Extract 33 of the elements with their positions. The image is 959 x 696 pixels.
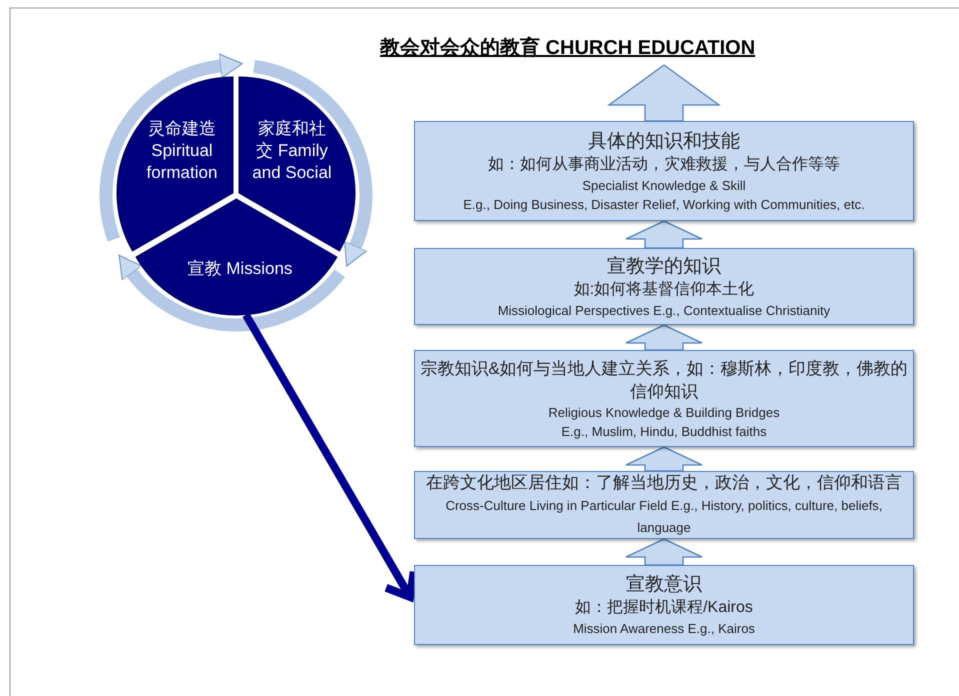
segment-label: 宣教 Missions <box>186 258 294 280</box>
block-arrow <box>625 220 703 249</box>
level-box <box>414 121 914 221</box>
level-box <box>414 350 914 447</box>
box-heading: 宗教知识&如何与当地人建立关系，如：穆斯林，印度教，佛教的信仰知识 <box>419 358 909 402</box>
block-arrow <box>607 64 721 122</box>
pie-segment <box>136 199 336 315</box>
box-text: E.g., Doing Business, Disaster Relief, Working with Communities, etc. <box>463 196 865 214</box>
block-arrow <box>625 324 703 351</box>
block-arrow <box>625 538 703 566</box>
box-heading: 宣教学的知识 <box>607 254 721 278</box>
circular-arrow <box>100 54 243 242</box>
pie-segment <box>116 77 233 251</box>
segment-label: 家庭和社交 Family and Social <box>252 118 332 184</box>
box-text: Religious Knowledge & Building Bridges <box>548 404 780 422</box>
box-text: 如:如何将基督信仰本土化 <box>574 280 754 300</box>
box-text: Specialist Knowledge & Skill <box>582 176 746 194</box>
box-text: Mission Awareness E.g., Kairos <box>573 620 755 638</box>
level-box <box>414 248 914 325</box>
level-box <box>414 565 914 645</box>
segment-label: 灵命建造 Spiritual formation <box>146 118 218 184</box>
pie-segment <box>239 77 356 251</box>
circular-arrow <box>252 60 372 268</box>
box-text: 在跨文化地区居住如：了解当地历史，政治，文化，信仰和语言 Cross-Culture Living in Particular Field E.g., History, politics, culture, beliefs, language <box>425 472 903 537</box>
box-heading: 具体的知识和技能 <box>588 130 740 154</box>
title: 教会对会众的教育 CHURCH EDUCATION <box>380 35 756 61</box>
box-text: E.g., Muslim, Hindu, Buddhist faiths <box>561 422 767 440</box>
circular-arrow <box>118 256 345 332</box>
box-text: 如：把握时机课程/Kairos <box>575 598 753 618</box>
box-text: Missiological Perspectives E.g., Contextualise Christianity <box>498 302 830 320</box>
box-text: 如：如何从事商业活动，灾难救援，与人合作等等 <box>488 154 840 174</box>
box-heading: 宣教意识 <box>626 573 702 597</box>
block-arrow <box>625 446 703 472</box>
